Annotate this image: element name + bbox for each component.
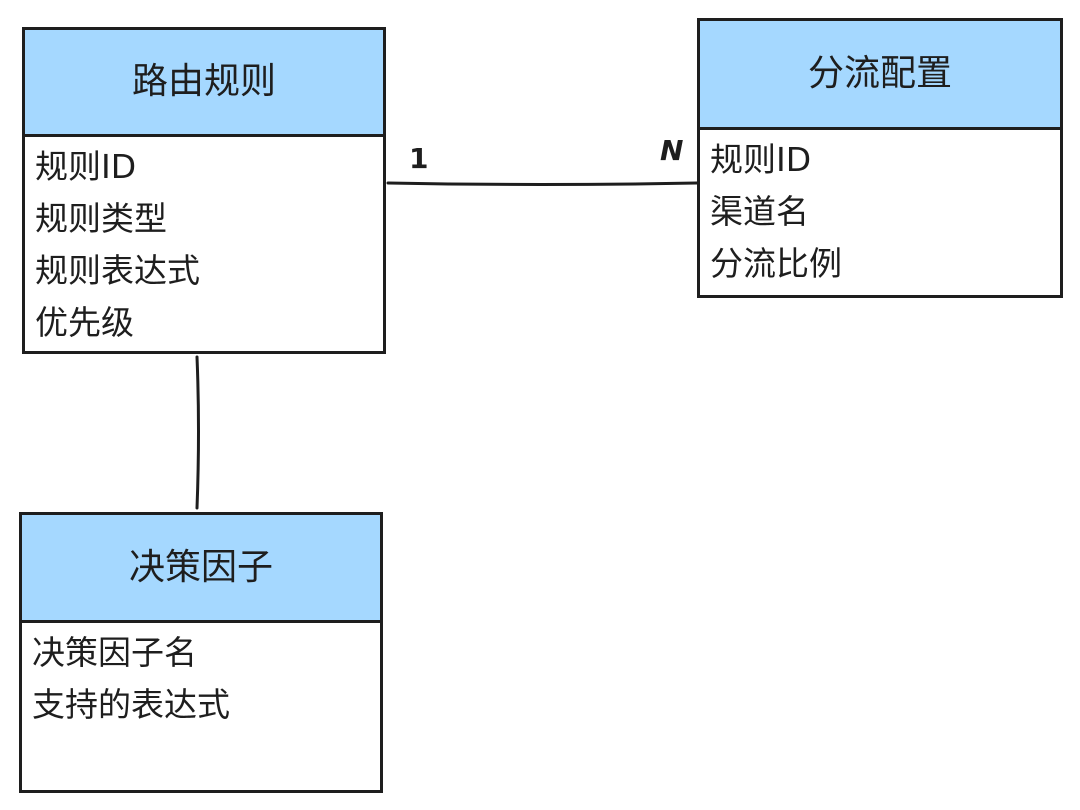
attribute-channel-name: 渠道名 <box>710 192 809 231</box>
decision-factor-entity[interactable]: 决策因子 决策因子名 支持的表达式 <box>19 512 383 793</box>
rule-factor-connector <box>195 355 200 510</box>
attribute-priority: 优先级 <box>35 303 134 342</box>
attribute-rule-expression: 规则表达式 <box>35 251 200 290</box>
entity-title: 路由规则 <box>25 30 383 137</box>
entity-attributes: 规则ID 规则类型 规则表达式 优先级 <box>25 137 383 349</box>
attribute-factor-name: 决策因子名 <box>32 633 197 672</box>
attribute-supported-expression: 支持的表达式 <box>32 685 230 724</box>
entity-title: 决策因子 <box>22 515 380 623</box>
entity-attributes: 决策因子名 支持的表达式 <box>22 623 380 731</box>
attribute-rule-id: 规则ID <box>35 147 137 186</box>
entity-attributes: 规则ID 渠道名 分流比例 <box>700 130 1060 290</box>
attribute-rule-id: 规则ID <box>710 140 812 179</box>
attribute-split-ratio: 分流比例 <box>710 244 842 283</box>
rule-split-connector <box>386 181 699 186</box>
split-config-entity[interactable]: 分流配置 规则ID 渠道名 分流比例 <box>697 18 1063 298</box>
multiplicity-one-label: 1 <box>409 142 429 175</box>
multiplicity-many-label: N <box>660 134 684 167</box>
entity-title: 分流配置 <box>700 21 1060 130</box>
routing-rule-entity[interactable]: 路由规则 规则ID 规则类型 规则表达式 优先级 <box>22 27 386 354</box>
attribute-rule-type: 规则类型 <box>35 199 167 238</box>
